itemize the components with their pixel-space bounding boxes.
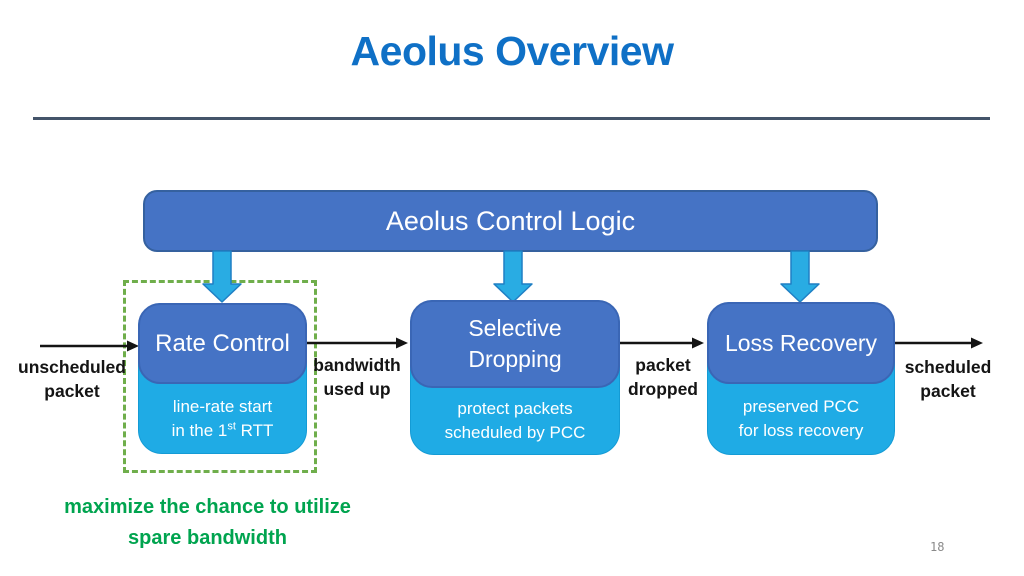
- slide-title: Aeolus Overview: [350, 28, 674, 74]
- module-title: Dropping: [468, 346, 562, 372]
- caption-line: scheduled by PCC: [444, 423, 586, 442]
- control-logic-label: Aeolus Control Logic: [385, 205, 636, 236]
- flow-label-packet-dropped: packet dropped: [613, 353, 713, 401]
- flow-label-line: used up: [323, 379, 391, 399]
- annotation-line: spare bandwidth: [128, 527, 287, 549]
- module-title: Selective: [468, 315, 562, 341]
- flow-label-bandwidth-used-up: bandwidth used up: [302, 353, 412, 401]
- caption-line: preserved PCC: [742, 397, 860, 416]
- module-loss-recovery: Loss Recovery preserved PCC for loss rec…: [707, 302, 895, 455]
- module-caption: protect packets scheduled by PCC: [411, 388, 619, 454]
- module-selective-dropping-header: Selective Dropping: [410, 300, 620, 388]
- flow-label-line: bandwidth: [313, 355, 401, 375]
- flow-label-line: unscheduled: [18, 357, 126, 377]
- superscript-st: st: [227, 419, 236, 432]
- flow-arrow-icon: [620, 337, 704, 349]
- flow-label-line: packet: [635, 355, 691, 375]
- caption-line: in the 1st RTT: [171, 419, 274, 440]
- annotation-line: maximize the chance to utilize: [64, 496, 351, 518]
- module-selective-dropping: Selective Dropping protect packets sched…: [410, 300, 620, 455]
- flow-label-line: dropped: [628, 379, 698, 399]
- control-logic-box: Aeolus Control Logic: [143, 190, 878, 252]
- module-caption: preserved PCC for loss recovery: [708, 384, 894, 454]
- module-caption: line-rate start in the 1st RTT: [139, 384, 306, 453]
- caption-line: line-rate start: [172, 396, 273, 416]
- module-rate-control: Rate Control line-rate start in the 1st …: [138, 303, 307, 454]
- annotation-text: maximize the chance to utilize spare ban…: [40, 492, 375, 554]
- module-rate-control-header: Rate Control: [138, 303, 307, 384]
- caption-line: protect packets: [457, 399, 573, 418]
- module-title: Loss Recovery: [724, 329, 878, 356]
- flow-label-line: scheduled: [904, 357, 992, 377]
- caption-line: for loss recovery: [738, 421, 864, 440]
- flow-label-line: packet: [44, 381, 100, 401]
- flow-arrow-icon: [895, 337, 983, 349]
- module-loss-recovery-header: Loss Recovery: [707, 302, 895, 384]
- down-arrow-icon: [493, 250, 533, 303]
- down-arrow-icon: [780, 250, 820, 303]
- title-divider-line: [33, 117, 990, 120]
- flow-label-unscheduled-packet: unscheduled packet: [2, 355, 142, 403]
- flow-label-scheduled-packet: scheduled packet: [888, 355, 1008, 403]
- flow-arrow-icon: [307, 337, 408, 349]
- page-number: 18: [930, 540, 945, 554]
- flow-label-line: packet: [920, 381, 976, 401]
- module-title: Rate Control: [155, 330, 290, 357]
